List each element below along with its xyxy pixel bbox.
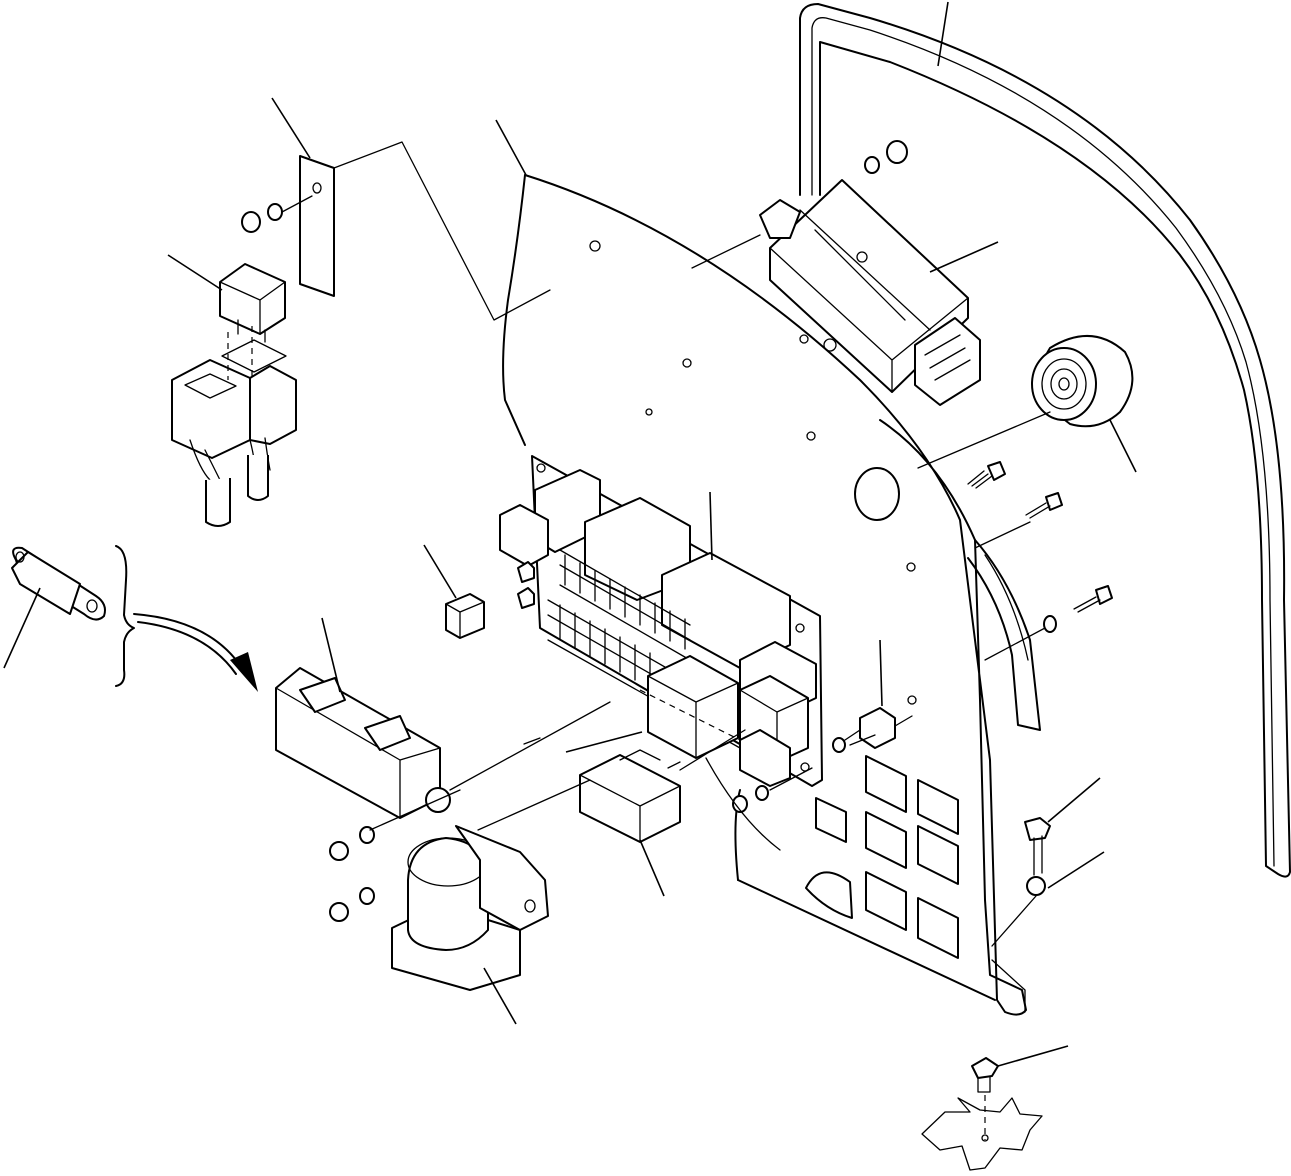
board-studs xyxy=(517,561,535,609)
bolt-lower-right xyxy=(1024,817,1051,876)
controller-module xyxy=(759,179,981,406)
window-seal-frame xyxy=(799,3,1291,878)
relay-lower-center xyxy=(579,749,681,843)
leader-lines xyxy=(3,1,1137,1067)
assembly-lines xyxy=(333,141,1051,947)
spare-fuse xyxy=(445,593,485,639)
buzzer xyxy=(1031,335,1134,428)
relay-upper-left xyxy=(219,263,286,343)
mounting-panel xyxy=(502,174,1041,1016)
panel-knockouts xyxy=(805,755,959,959)
screws-right xyxy=(967,461,1113,633)
fuse-row-upper xyxy=(559,549,691,661)
nuts-washers xyxy=(241,140,1046,922)
floor-bolt xyxy=(921,1057,1043,1171)
fuse-box-board xyxy=(499,455,823,787)
diode-module xyxy=(275,667,451,819)
assembly-arrow xyxy=(133,613,258,692)
solenoid-horn xyxy=(391,825,549,991)
relay-socket-harness xyxy=(171,326,297,527)
bracket-plate xyxy=(281,155,335,297)
grouping-brace xyxy=(115,545,135,687)
diode-component xyxy=(844,707,913,749)
diode-left xyxy=(11,546,106,621)
